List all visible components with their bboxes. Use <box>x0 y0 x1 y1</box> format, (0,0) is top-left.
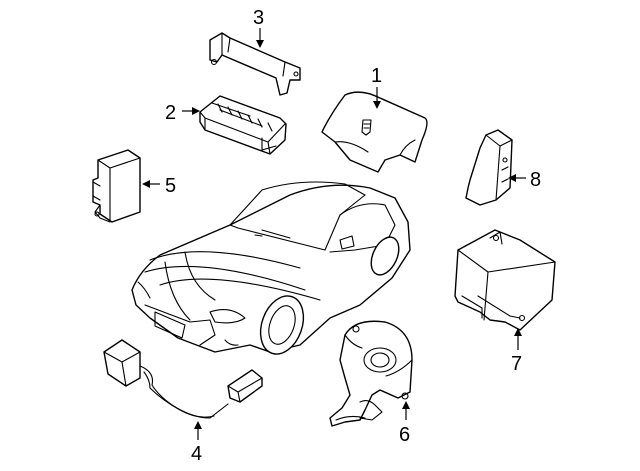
airbag-mounting-bracket <box>209 32 301 96</box>
passenger-airbag <box>199 95 287 155</box>
seat-sensor-module <box>465 129 513 206</box>
impact-sensor <box>103 339 263 419</box>
callout-7: 7 <box>511 328 522 375</box>
callout-1-number: 1 <box>371 65 382 87</box>
control-module <box>454 229 556 331</box>
driver-airbag <box>321 91 428 173</box>
side-module <box>92 149 141 223</box>
callout-3-number: 3 <box>253 7 264 29</box>
callout-6: 6 <box>399 401 410 446</box>
callout-6-number: 6 <box>399 424 410 446</box>
callout-2-number: 2 <box>165 102 176 124</box>
callout-4-number: 4 <box>191 443 202 465</box>
clockspring <box>329 320 413 427</box>
callout-8-number: 8 <box>530 169 541 191</box>
car-illustration <box>131 181 411 355</box>
callout-1: 1 <box>371 65 382 109</box>
callout-7-number: 7 <box>511 353 522 375</box>
callout-8: 8 <box>508 169 541 191</box>
callout-4: 4 <box>191 421 202 465</box>
callout-5: 5 <box>142 175 176 197</box>
callout-2: 2 <box>165 102 200 124</box>
callout-5-number: 5 <box>165 175 176 197</box>
callout-3: 3 <box>253 7 264 48</box>
